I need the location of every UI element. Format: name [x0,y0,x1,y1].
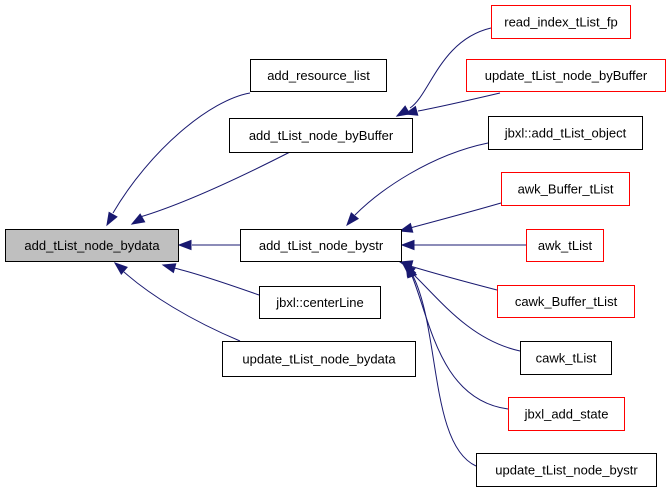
node-box [259,286,381,319]
edge-arrowhead [400,239,415,251]
node-box [240,229,402,262]
node-jbxl-add-tList-object[interactable]: jbxl::add_tList_object [488,116,643,150]
node-update-tList-node-byBuffer[interactable]: update_tList_node_byBuffer [466,59,666,92]
node-label: cawk_tList [536,351,597,366]
node-box [5,229,179,262]
node-box [497,285,635,318]
node-label: read_index_tList_fp [504,15,617,30]
node-add-tList-node-bydata: add_tList_node_bydata [5,229,179,262]
node-label: add_tList_node_byBuffer [249,128,394,143]
node-box [488,116,643,150]
node-cawk-tList[interactable]: cawk_tList [520,341,612,375]
edge-line [409,27,492,109]
edge-line [173,267,260,296]
edge-line [112,92,251,214]
node-label: jbxl::add_tList_object [504,126,627,141]
edge-arrowhead [407,263,418,279]
node-box [501,172,630,206]
nodes-layer: add_tList_node_bydata add_resource_listad… [5,5,666,487]
node-box [491,5,631,39]
node-label: awk_tList [538,238,593,253]
edge-line [409,265,498,291]
node-label: add_resource_list [267,68,370,83]
edge-line [417,92,501,112]
node-label: update_tList_node_bydata [242,352,396,367]
node-label: jbxl::centerLine [275,295,363,310]
node-box [250,59,387,92]
node-read-index-tList-fp[interactable]: read_index_tList_fp [491,5,631,39]
node-box [466,59,666,92]
edge-arrowhead [106,211,118,227]
node-label: jbxl_add_state [524,407,609,422]
node-update-tList-node-bydata[interactable]: update_tList_node_bydata [222,341,416,377]
edge-jbxl_add_tList_object-to-add_tList_node_bystr [346,142,489,227]
edge-awk_tList-to-add_tList_node_bystr [400,239,526,251]
edges-layer [106,27,526,467]
node-box [222,341,416,377]
edge-update_tList_node_bydata-to-add_tList_node_bydata [113,262,241,342]
node-label: update_tList_node_byBuffer [485,68,648,83]
node-label: add_tList_node_bydata [24,238,160,253]
edge-line [411,272,521,352]
edge-line [409,202,502,229]
edge-jbxl_add_state-to-add_tList_node_bystr [405,262,509,410]
edge-arrowhead [346,212,360,227]
edge-add_tList_node_bystr-to-add_tList_node_bydata [177,239,240,251]
edge-add_tList_node_byBuffer-to-add_tList_node_bydata [130,151,291,225]
edge-line [354,142,489,216]
edge-arrowhead [177,239,192,251]
node-box [526,229,604,262]
node-box [520,341,612,375]
node-awk-tList[interactable]: awk_tList [526,229,604,262]
edge-arrowhead [113,262,128,276]
node-label: awk_Buffer_tList [518,182,614,197]
edge-line [411,275,509,410]
node-add-tList-node-byBuffer[interactable]: add_tList_node_byBuffer [229,118,413,153]
node-box [229,118,413,153]
node-add-tList-node-bystr[interactable]: add_tList_node_bystr [240,229,402,262]
node-label: update_tList_node_bystr [495,463,638,478]
edge-awk_Buffer_tList-to-add_tList_node_bystr [398,202,502,233]
edge-arrowhead [161,263,177,274]
node-add-resource-list[interactable]: add_resource_list [250,59,387,92]
edge-add_resource_list-to-add_tList_node_bydata [106,92,251,227]
edge-jbxl_centerLine-to-add_tList_node_bydata [161,263,260,296]
node-cawk-Buffer-tList[interactable]: cawk_Buffer_tList [497,285,635,318]
edge-line [412,275,477,467]
node-jbxl-centerLine[interactable]: jbxl::centerLine [259,286,381,319]
edge-arrowhead [398,222,414,233]
node-box [508,397,625,431]
node-label: add_tList_node_bystr [259,238,384,253]
node-label: cawk_Buffer_tList [515,294,618,309]
node-jbxl-add-state[interactable]: jbxl_add_state [508,397,625,431]
edge-arrowhead [130,213,146,225]
edge-update_tList_node_byBuffer-to-add_tList_node_byBuffer [403,92,501,116]
edge-line [123,271,241,342]
node-box [476,453,657,487]
edge-arrowhead [403,105,419,116]
edge-update_tList_node_bystr-to-add_tList_node_bystr [407,263,477,467]
edge-line [139,151,291,218]
node-awk-Buffer-tList[interactable]: awk_Buffer_tList [501,172,630,206]
node-update-tList-node-bystr[interactable]: update_tList_node_bystr [476,453,657,487]
